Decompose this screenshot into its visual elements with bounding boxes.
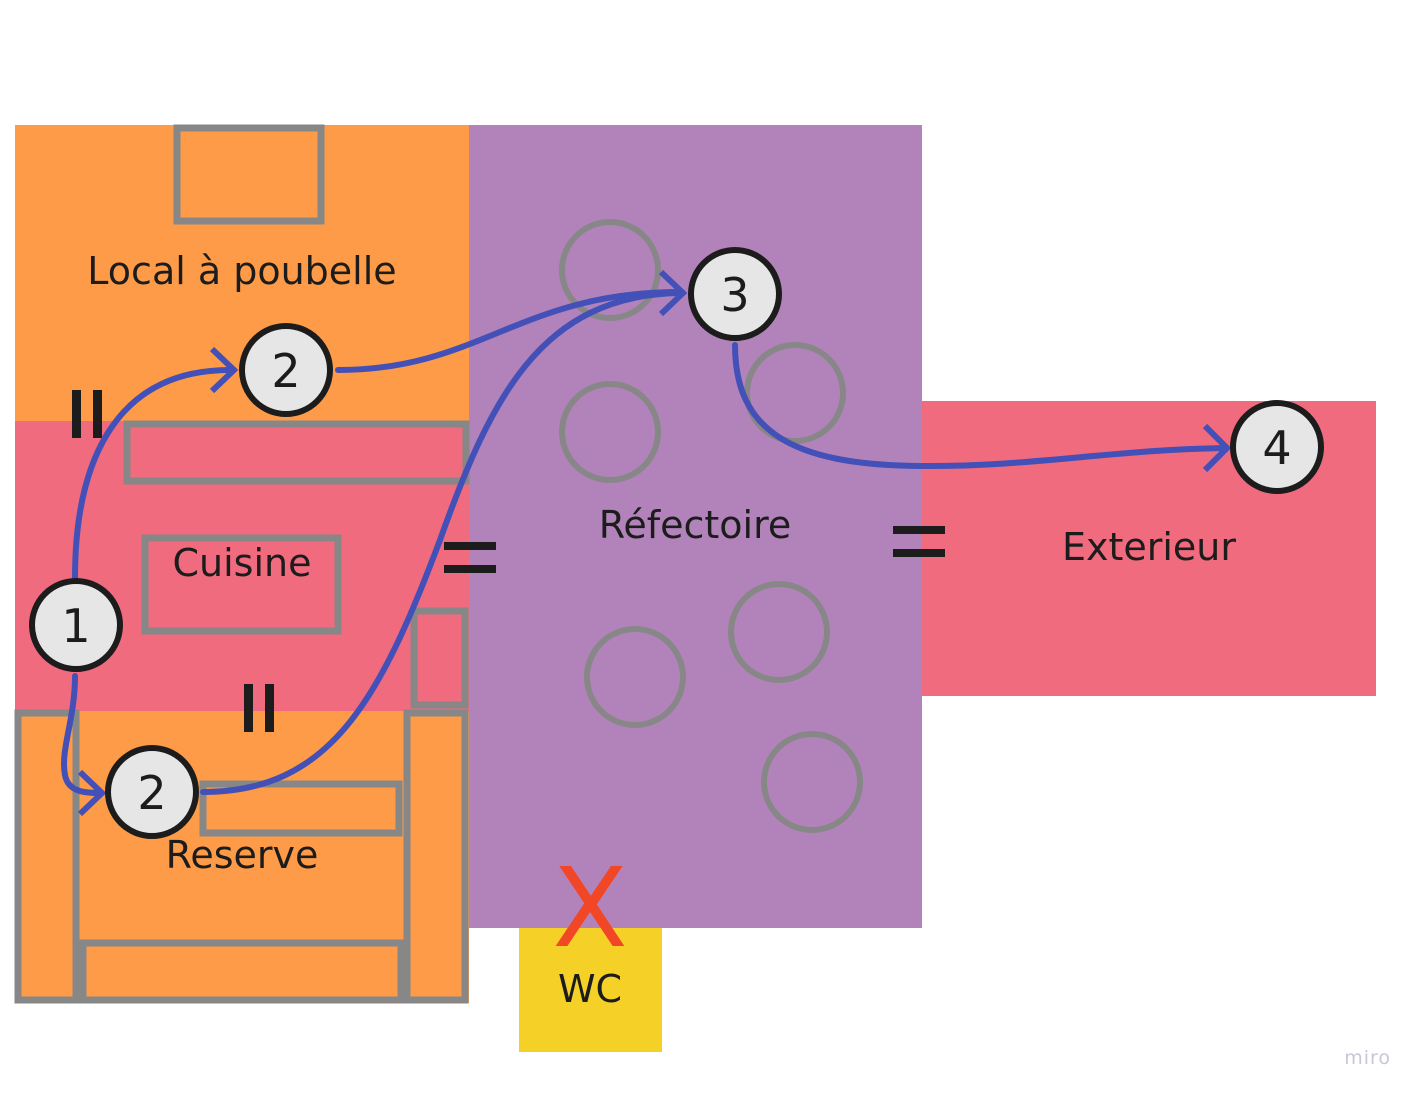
refectoire-tables bbox=[559, 219, 863, 833]
label-wc: WC bbox=[558, 967, 622, 1011]
label-reserve: Reserve bbox=[166, 833, 319, 877]
room-wc[interactable] bbox=[519, 928, 662, 1052]
furniture-shelf-bottom bbox=[79, 939, 405, 1004]
room-refectoire[interactable] bbox=[469, 125, 922, 928]
step-4-label: 4 bbox=[1262, 421, 1291, 475]
step-2-local-poubelle[interactable]: 2 bbox=[239, 323, 333, 417]
table bbox=[744, 342, 846, 444]
door-marker-parallel-bottom bbox=[244, 684, 274, 732]
table bbox=[728, 581, 830, 683]
room-reserve[interactable] bbox=[15, 711, 469, 1003]
flow-path-1-to-2-bottom bbox=[61, 673, 103, 796]
furniture-shelf-right bbox=[403, 709, 469, 1004]
label-exterieur: Exterieur bbox=[1062, 525, 1236, 569]
furniture-shelf-left bbox=[14, 709, 80, 1004]
wc-blocked-x-icon: X bbox=[552, 844, 627, 972]
step-1[interactable]: 1 bbox=[29, 578, 123, 672]
furniture-counter bbox=[123, 420, 470, 485]
door-marker-equal-cuisine bbox=[444, 542, 496, 573]
furniture-cabinet bbox=[410, 607, 469, 709]
table bbox=[559, 381, 661, 483]
step-1-label: 1 bbox=[61, 599, 90, 653]
table bbox=[761, 731, 863, 833]
miro-watermark: miro bbox=[1344, 1047, 1391, 1069]
flow-path-3-to-4 bbox=[732, 342, 1227, 470]
label-cuisine: Cuisine bbox=[173, 541, 312, 585]
step-2-reserve[interactable]: 2 bbox=[105, 745, 199, 839]
furniture-shelf-middle bbox=[199, 780, 403, 837]
flow-path-2-bottom-to-3 bbox=[200, 290, 683, 795]
table bbox=[559, 219, 661, 321]
step-3[interactable]: 3 bbox=[688, 247, 782, 341]
step-3-label: 3 bbox=[720, 268, 749, 322]
door-marker-parallel-top bbox=[72, 390, 102, 438]
label-refectoire: Réfectoire bbox=[599, 503, 792, 547]
step-2-label: 2 bbox=[271, 344, 300, 398]
flow-path-1-to-2-top bbox=[72, 367, 233, 581]
arrowhead bbox=[658, 269, 688, 317]
table bbox=[584, 626, 686, 728]
door-marker-equal-exterieur bbox=[893, 526, 945, 557]
arrowhead bbox=[209, 346, 239, 394]
step-4[interactable]: 4 bbox=[1230, 400, 1324, 494]
arrowhead bbox=[77, 769, 107, 817]
furniture-bin bbox=[173, 124, 325, 225]
furniture-island bbox=[141, 534, 342, 635]
label-local-poubelle: Local à poubelle bbox=[87, 249, 396, 293]
step-2-label: 2 bbox=[137, 766, 166, 820]
arrowhead bbox=[1202, 423, 1232, 473]
flow-path-2-top-to-3 bbox=[335, 289, 683, 373]
